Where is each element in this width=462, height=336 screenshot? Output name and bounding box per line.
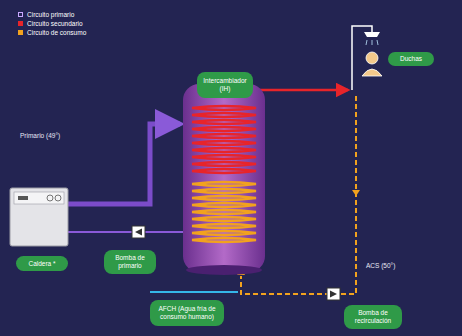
boiler-dial — [47, 195, 53, 201]
cold-water-pipe — [150, 291, 238, 293]
boiler-display — [18, 196, 28, 200]
coil-turn — [192, 238, 256, 242]
label-box: Duchas — [388, 52, 434, 66]
label-text: Bomba de recirculación — [349, 309, 397, 325]
legend-entry: Circuito de consumo — [18, 28, 86, 37]
legend-entry: Circuito secundario — [18, 19, 86, 28]
legend-swatch — [18, 30, 23, 35]
label-box: Intercambiador (IH) — [197, 72, 253, 98]
primary-return — [68, 231, 183, 233]
tank-base — [186, 265, 262, 275]
legend: Circuito primarioCircuito secundarioCirc… — [18, 10, 86, 37]
coil-turn — [192, 182, 256, 186]
label-text: AFCH (Agua fría de consumo humano) — [155, 305, 219, 321]
legend-text: Circuito de consumo — [27, 28, 86, 37]
temperature-label: ACS (50°) — [366, 262, 395, 269]
coil-turn — [192, 203, 256, 207]
secondary-pipe — [258, 89, 348, 92]
primary-pipe — [68, 124, 180, 204]
label-text: Duchas — [400, 55, 422, 63]
label-text: Caldera * — [28, 260, 55, 268]
label-box: Bomba de primario — [104, 250, 156, 274]
label-box: Caldera * — [16, 256, 68, 271]
storage-tank — [183, 84, 265, 272]
coil-turn — [192, 106, 256, 110]
coil-turn — [192, 196, 256, 200]
flow-arrow — [352, 190, 360, 196]
coil-turn — [192, 189, 256, 193]
label-box: AFCH (Agua fría de consumo humano) — [150, 300, 224, 326]
coil-turn — [192, 148, 256, 152]
coil-turn — [192, 162, 256, 166]
coil-turn — [192, 127, 256, 131]
coil-turn — [192, 113, 256, 117]
coil-turn — [192, 120, 256, 124]
coil-turn — [192, 217, 256, 221]
coil-turn — [192, 169, 256, 173]
boiler-panel — [14, 192, 64, 204]
coil-turn — [192, 141, 256, 145]
coil-turn — [192, 231, 256, 235]
coil — [192, 106, 256, 242]
coil-turn — [192, 210, 256, 214]
label-text: Bomba de primario — [109, 254, 151, 270]
legend-swatch — [18, 21, 23, 26]
boiler-dial — [55, 195, 61, 201]
shower-illustration — [352, 26, 382, 90]
temperature-label: Primario (49°) — [20, 132, 60, 139]
coil-turn — [192, 134, 256, 138]
legend-text: Circuito primario — [27, 10, 74, 19]
pump-symbol — [327, 288, 340, 300]
boiler — [10, 188, 68, 246]
pump-symbol — [132, 226, 145, 238]
legend-entry: Circuito primario — [18, 10, 86, 19]
label-box: Bomba de recirculación — [344, 305, 402, 329]
legend-swatch — [18, 12, 23, 17]
legend-text: Circuito secundario — [27, 19, 83, 28]
coil-turn — [192, 224, 256, 228]
label-text: Intercambiador (IH) — [202, 77, 248, 93]
coil-turn — [192, 155, 256, 159]
